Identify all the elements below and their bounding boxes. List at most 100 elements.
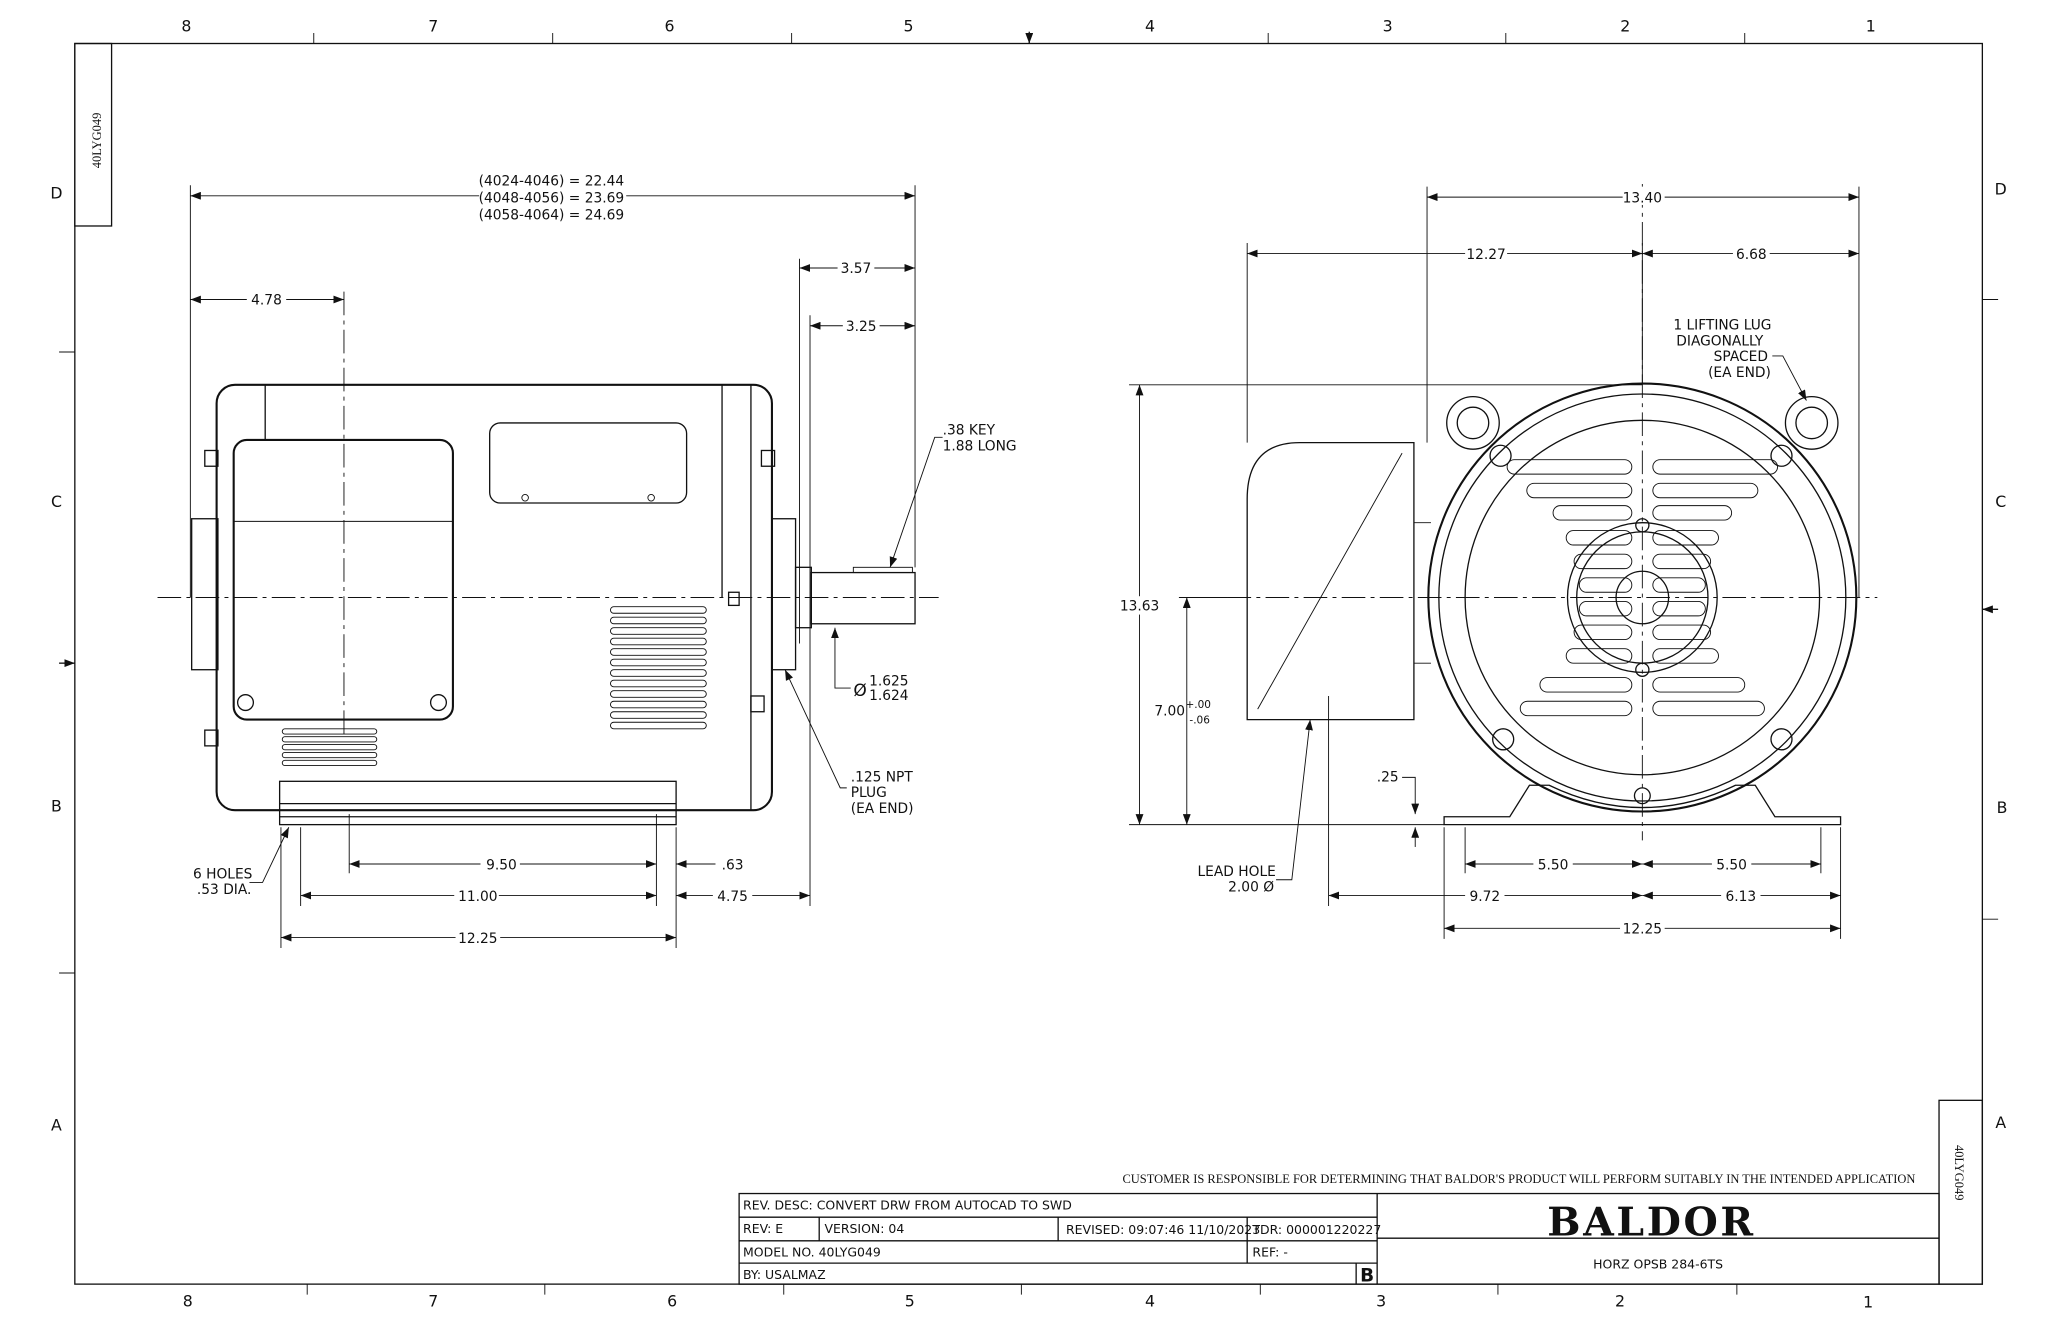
vent-slot	[1652, 624, 1712, 640]
dim-6-68: 6.68	[1736, 247, 1767, 263]
vent-slot	[610, 616, 707, 625]
vent-slot	[1573, 624, 1633, 640]
zone-label: 7	[428, 1291, 438, 1310]
key-note: .38 KEY	[943, 423, 996, 439]
ref: REF: -	[1252, 1245, 1287, 1260]
dim-0-63: .63	[722, 857, 744, 873]
zone-label: C	[51, 492, 62, 511]
vent-slot	[281, 759, 378, 767]
vent-slot	[610, 690, 707, 698]
version: VERSION: 04	[824, 1221, 904, 1236]
zone-ticks	[59, 33, 1999, 1295]
dim-3-57: 3.57	[841, 261, 872, 277]
vent-slot	[281, 728, 378, 735]
zone-label: 4	[1145, 1291, 1155, 1310]
vent-slot	[281, 736, 378, 743]
vent-slots	[281, 606, 707, 767]
vent-slot	[610, 648, 707, 656]
rev-desc: REV. DESC: CONVERT DRW FROM AUTOCAD TO S…	[743, 1197, 1072, 1212]
zone-label: 1	[1866, 17, 1876, 36]
plug-note: .125 NPT	[851, 769, 914, 785]
zone-label: C	[1995, 492, 2006, 511]
zone-label: 8	[181, 17, 191, 36]
vent-slot	[1578, 577, 1633, 593]
lead-hole-note: LEAD HOLE	[1198, 864, 1276, 880]
dim-4-75: 4.75	[717, 889, 748, 905]
dim-0-25: .25	[1377, 769, 1399, 785]
baldor-logo: BALDOR	[1547, 1200, 1755, 1246]
lead-hole-note: 2.00 Ø	[1228, 880, 1274, 896]
vent-slot	[1565, 530, 1633, 546]
vent-slot	[1652, 600, 1706, 617]
dim-12-25: 12.25	[458, 931, 497, 947]
vent-slot	[1652, 459, 1779, 475]
dim-12-27: 12.27	[1466, 247, 1505, 263]
lug-note: 1 LIFTING LUG	[1673, 318, 1771, 334]
lug-note: (EA END)	[1708, 365, 1771, 381]
vent-slot	[1573, 553, 1633, 570]
zone-label: B	[1997, 798, 2008, 817]
vent-slot	[1652, 700, 1765, 717]
disclaimer: CUSTOMER IS RESPONSIBLE FOR DETERMINING …	[1122, 1172, 1915, 1186]
zone-labels: 8 7 6 5 4 3 2 1 8 7 6 5 4 3 2 1 D C B A …	[50, 17, 2007, 1312]
zone-label: D	[50, 183, 62, 202]
vent-slot	[1652, 505, 1733, 521]
key-note: 1.88 LONG	[943, 438, 1017, 454]
title-block: CUSTOMER IS RESPONSIBLE FOR DETERMINING …	[738, 1172, 1940, 1286]
zone-label: 5	[905, 1291, 915, 1310]
dim-12-25-end: 12.25	[1623, 922, 1662, 938]
overall-length-dim: (4058-4064) = 24.69	[479, 207, 624, 223]
vent-slot	[1506, 459, 1633, 475]
vent-slot	[610, 700, 707, 709]
vent-slot	[1539, 677, 1633, 693]
vent-slot	[281, 751, 378, 759]
holes-note: 6 HOLES	[193, 866, 252, 882]
zone-label: 2	[1615, 1291, 1625, 1310]
zone-label: 3	[1376, 1291, 1386, 1310]
end-view	[1227, 183, 1878, 841]
dim-9-50: 9.50	[486, 857, 517, 873]
zone-label: 2	[1620, 17, 1630, 36]
vent-slot	[1519, 700, 1633, 717]
vent-slot	[1652, 648, 1719, 664]
diameter-symbol: Ø	[853, 681, 866, 701]
plug-note: PLUG	[851, 785, 887, 801]
shaft-end	[1615, 570, 1670, 625]
vent-slot	[1652, 482, 1759, 499]
zone-label: 3	[1383, 17, 1393, 36]
plug-note: (EA END)	[851, 801, 914, 817]
dim-4-78: 4.78	[251, 293, 282, 309]
lifting-lug	[1784, 395, 1839, 450]
zone-label: 5	[903, 17, 913, 36]
dim-13-63: 13.63	[1120, 599, 1159, 615]
vent-slot	[1652, 553, 1712, 570]
vent-slot	[1552, 505, 1633, 521]
model-description: HORZ OPSB 284-6TS	[1593, 1256, 1723, 1271]
end-view-dimensions: 13.40 12.27 6.68 1 LIFTING LUG DIAGONALL…	[1118, 186, 1860, 939]
dim-7-00: 7.00	[1154, 704, 1185, 720]
dim-13-40: 13.40	[1623, 190, 1662, 206]
vent-slot	[281, 744, 378, 751]
zone-label: A	[51, 1116, 62, 1135]
nameplate	[489, 422, 688, 504]
vent-slot	[610, 606, 707, 614]
shaft-key	[852, 566, 913, 574]
zone-label: 8	[183, 1291, 193, 1310]
zone-label: 6	[665, 17, 675, 36]
zone-label: 7	[428, 17, 438, 36]
vent-slot	[610, 627, 707, 635]
vent-slot	[1652, 530, 1719, 546]
dim-5-50-left: 5.50	[1538, 857, 1569, 873]
shaft	[810, 571, 916, 625]
zone-label: 1	[1863, 1293, 1873, 1312]
model-no: MODEL NO. 40LYG049	[743, 1245, 881, 1260]
dim-6-13: 6.13	[1725, 889, 1756, 905]
vent-slot	[610, 658, 707, 667]
drawing-border	[74, 42, 1984, 1285]
vent-slot	[610, 679, 707, 688]
zone-label: B	[51, 797, 62, 816]
vent-slot	[1652, 577, 1706, 593]
mounting-feet	[1443, 784, 1842, 826]
zone-label: 6	[667, 1291, 677, 1310]
